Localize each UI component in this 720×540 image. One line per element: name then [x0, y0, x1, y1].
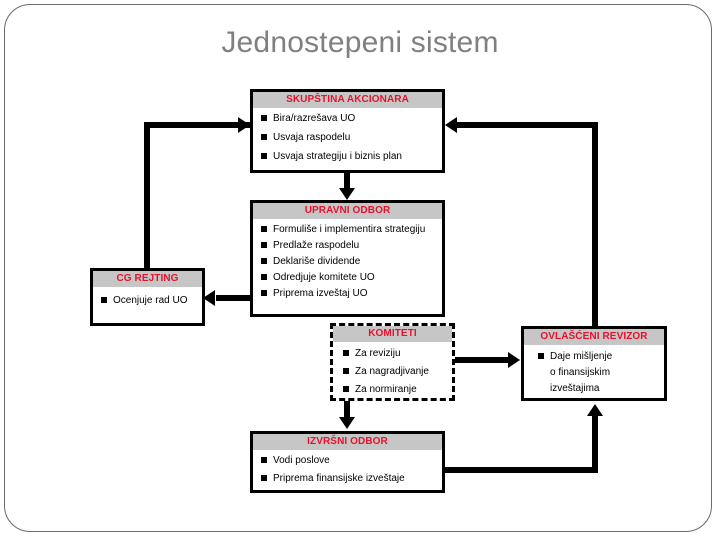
box-izvrsni-odbor[interactable]: IZVRŠNI ODBOR Vodi poslove Priprema fina… — [250, 431, 445, 493]
bullet-square-icon — [101, 297, 107, 303]
arrowhead-into-cgrejting — [203, 290, 215, 306]
box-upravni-header: UPRAVNI ODBOR — [253, 203, 442, 219]
bullet-square-icon — [261, 134, 267, 140]
bullet-square-icon — [261, 226, 267, 232]
box-upravni-odbor[interactable]: UPRAVNI ODBOR Formuliše i implementira s… — [250, 200, 445, 317]
list-item-label: Formuliše i implementira strategiju — [273, 224, 426, 235]
list-item-label: Priprema finansijske izveštaje — [273, 473, 405, 484]
bullet-square-icon — [261, 457, 267, 463]
list-item: Bira/razrešava UO — [259, 113, 438, 124]
arrowhead-into-revizor-bottom — [587, 404, 603, 416]
bullet-square-icon — [343, 386, 349, 392]
connector-skupstina-to-upravni — [344, 173, 350, 191]
slide-frame-border — [4, 4, 712, 532]
connector-upravni-to-cgrejting — [216, 295, 254, 301]
connector-izvrsni-to-revizor-vertical — [592, 416, 598, 472]
list-item-label: Vodi poslove — [273, 455, 330, 466]
arrowhead-into-skupstina-left — [238, 117, 250, 133]
list-item-label: Za normiranje — [355, 384, 417, 395]
arrowhead-into-izvrsni — [339, 417, 355, 429]
box-skupstina-header: SKUPŠTINA AKCIONARA — [253, 92, 442, 108]
arrowhead-into-upravni — [339, 188, 355, 200]
box-skupstina-list: Bira/razrešava UO Usvaja raspodelu Usvaj… — [259, 113, 438, 162]
arrowhead-into-revizor-left — [508, 352, 520, 368]
arrowhead-into-skupstina-right — [445, 117, 457, 133]
bullet-square-icon — [261, 258, 267, 264]
list-item: Odredjuje komitete UO — [259, 272, 438, 283]
list-item: Usvaja strategiju i biznis plan — [259, 151, 438, 162]
box-komiteti-header: KOMITETI — [333, 326, 452, 342]
list-item: Deklariše dividende — [259, 256, 438, 267]
box-skupstina-body: Bira/razrešava UO Usvaja raspodelu Usvaj… — [253, 108, 442, 174]
connector-upravni-to-izvrsni — [344, 401, 350, 419]
list-item-label: Odredjuje komitete UO — [273, 272, 375, 283]
box-revizor-body: Daje mišljenje o finansijskim izveštajim… — [524, 345, 664, 401]
box-izvrsni-header: IZVRŠNI ODBOR — [253, 434, 442, 450]
box-cgrejting-body: Ocenjuje rad UO — [93, 287, 202, 316]
connector-izvrsni-to-revizor-horizontal — [442, 467, 598, 473]
list-item: Ocenjuje rad UO — [99, 295, 198, 306]
list-item-label: Predlaže raspodelu — [273, 240, 360, 251]
box-cg-rejting[interactable]: CG REJTING Ocenjuje rad UO — [90, 268, 205, 326]
box-izvrsni-list: Vodi poslove Priprema finansijske izvešt… — [259, 455, 438, 484]
list-item-label: Usvaja raspodelu — [273, 132, 351, 143]
bullet-square-icon — [261, 115, 267, 121]
list-item: Formuliše i implementira strategiju — [259, 224, 438, 235]
box-revizor-header: OVLAŠĆENI REVIZOR — [524, 329, 664, 345]
box-komiteti[interactable]: KOMITETI Za reviziju Za nagradjivanje Za… — [330, 323, 455, 401]
list-item: Za normiranje — [341, 384, 448, 395]
box-upravni-body: Formuliše i implementira strategiju Pred… — [253, 219, 442, 308]
list-item-label: Bira/razrešava UO — [273, 113, 356, 124]
box-komiteti-body: Za reviziju Za nagradjivanje Za normiran… — [333, 342, 452, 406]
list-item: Priprema finansijske izveštaje — [259, 473, 438, 484]
bullet-square-icon — [538, 353, 544, 359]
box-revizor-list: Daje mišljenje o finansijskim izveštajim… — [532, 351, 660, 394]
connector-revizor-to-skupstina-horizontal — [452, 122, 598, 128]
box-ovlasceni-revizor[interactable]: OVLAŠĆENI REVIZOR Daje mišljenje o finan… — [521, 326, 667, 401]
connector-komiteti-to-revizor — [452, 357, 514, 363]
list-item-label: Za nagradjivanje — [355, 366, 429, 377]
bullet-square-icon — [261, 475, 267, 481]
list-item: Za reviziju — [341, 348, 448, 359]
list-item: Usvaja raspodelu — [259, 132, 438, 143]
bullet-square-icon — [261, 290, 267, 296]
bullet-square-icon — [343, 368, 349, 374]
page-title: Jednostepeni sistem — [221, 26, 499, 59]
box-upravni-list: Formuliše i implementira strategiju Pred… — [259, 224, 438, 299]
list-item-label: Ocenjuje rad UO — [113, 295, 188, 306]
list-item-continuation-line-2: izveštajima — [550, 383, 600, 394]
list-item: Daje mišljenje o finansijskim izveštajim… — [532, 351, 660, 394]
list-item-label: Priprema izveštaj UO — [273, 288, 368, 299]
bullet-square-icon — [261, 153, 267, 159]
connector-revizor-to-skupstina-vertical — [592, 122, 598, 330]
list-item-label: Daje mišljenje — [550, 351, 613, 362]
bullet-square-icon — [261, 242, 267, 248]
list-item-label: Usvaja strategiju i biznis plan — [273, 151, 402, 162]
box-cgrejting-header: CG REJTING — [93, 271, 202, 287]
box-komiteti-list: Za reviziju Za nagradjivanje Za normiran… — [341, 348, 448, 395]
list-item-label: Deklariše dividende — [273, 256, 361, 267]
bullet-square-icon — [261, 274, 267, 280]
box-skupstina-akcionara[interactable]: SKUPŠTINA AKCIONARA Bira/razrešava UO Us… — [250, 89, 445, 173]
bullet-square-icon — [343, 350, 349, 356]
list-item: Za nagradjivanje — [341, 366, 448, 377]
connector-cgrejting-to-skupstina-vertical — [144, 122, 150, 268]
box-cgrejting-list: Ocenjuje rad UO — [99, 295, 198, 306]
list-item: Priprema izveštaj UO — [259, 288, 438, 299]
connector-cgrejting-to-skupstina-horizontal — [144, 122, 250, 128]
list-item: Predlaže raspodelu — [259, 240, 438, 251]
box-izvrsni-body: Vodi poslove Priprema finansijske izvešt… — [253, 450, 442, 495]
list-item: Vodi poslove — [259, 455, 438, 466]
list-item-continuation-line-1: o finansijskim — [550, 367, 611, 378]
list-item-label: Za reviziju — [355, 348, 401, 359]
